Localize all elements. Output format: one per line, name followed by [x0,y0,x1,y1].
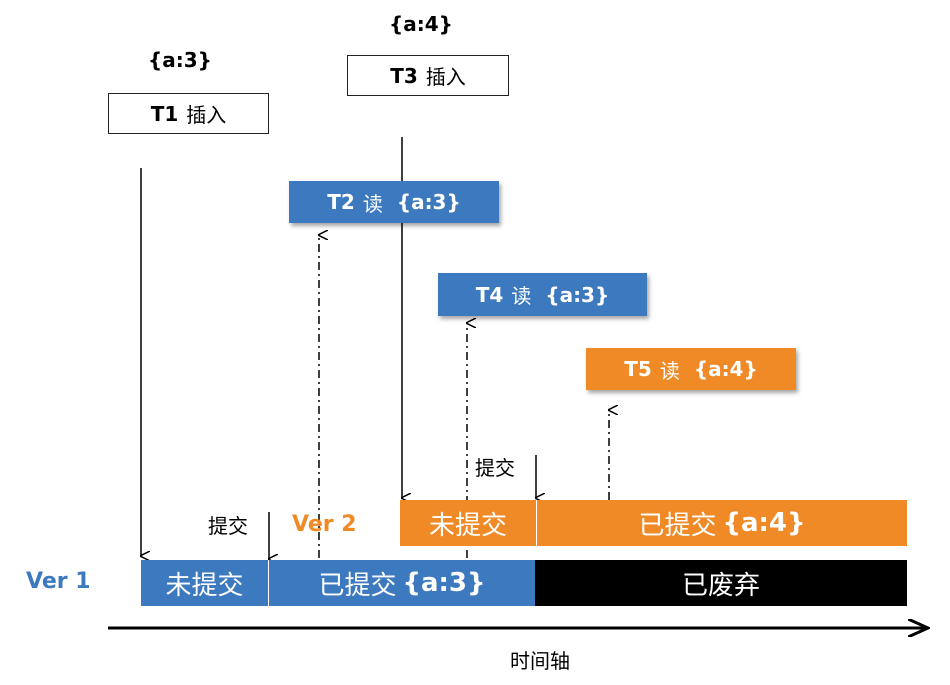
t4-read-box: T4 读 {a:3} [438,273,647,316]
t1-action: 插入 [186,103,227,127]
t2-action: 读 [362,191,383,216]
ver1-label: Ver 1 [26,569,91,594]
t5-action: 读 [659,358,680,383]
t2-id: T2 [327,190,355,214]
t2-read-box: T2 读 {a:3} [289,181,499,223]
ver2-commit-label: 提交 [475,456,515,480]
time-axis-label: 时间轴 [510,649,570,673]
t4-id: T4 [475,282,504,307]
ver2-label: Ver 2 [292,512,357,537]
t1-insert-box: T1 插入 [108,93,269,134]
t5-value: {a:4} [693,357,758,381]
ver2-committed-label: 已提交 [638,510,717,541]
t3-id: T3 [390,63,418,88]
ver1-uncommitted-segment: 未提交 [141,560,268,606]
ver1-committed-label: 已提交 [318,570,397,601]
ver1-committed-segment: 已提交 {a:3} [269,560,535,606]
ver1-discarded-label: 已废弃 [681,570,760,601]
ver1-commit-label: 提交 [208,514,248,538]
t5-read-box: T5 读 {a:4} [586,348,796,390]
t3-action: 插入 [425,65,466,89]
t4-value: {a:3} [545,282,610,307]
ver2-committed-value: {a:4} [722,508,806,538]
ver2-uncommitted-segment: 未提交 [400,500,536,546]
t1-value-label: {a:3} [148,48,212,72]
ver1-discarded-segment: 已废弃 [535,560,907,606]
ver1-committed-value: {a:3} [402,568,486,598]
t4-action: 读 [511,284,532,308]
ver2-committed-segment: 已提交 {a:4} [537,500,907,546]
ver1-uncommitted-label: 未提交 [165,570,244,601]
t3-value-label: {a:4} [389,12,453,36]
ver2-uncommitted-label: 未提交 [428,510,507,541]
t5-id: T5 [624,357,652,381]
t2-value: {a:3} [396,190,461,214]
t3-insert-box: T3 插入 [347,55,509,96]
t1-id: T1 [150,101,179,126]
